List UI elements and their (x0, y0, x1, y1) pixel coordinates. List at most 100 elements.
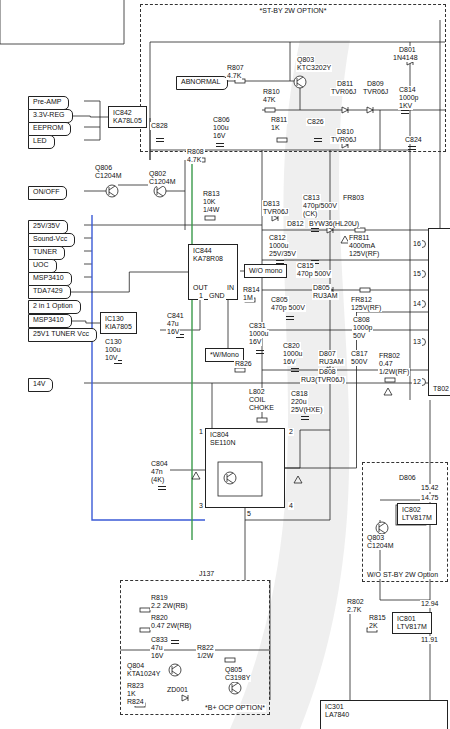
part-label: C1204M (148, 178, 176, 186)
ic-box: IC804SE110N (205, 428, 285, 508)
node-text: KIA7805 (104, 323, 133, 331)
node-text: *W/Mono (209, 351, 240, 359)
node-text: *ST-BY 2W OPTION* (259, 7, 328, 15)
part-label: RU3(TVR06J) (300, 376, 346, 384)
part-label: OUT (192, 284, 209, 292)
part-label: C841 (166, 312, 185, 320)
part-label: TVR06J (330, 88, 357, 96)
part-label: CHOKE (248, 404, 275, 412)
node-text: TUNER (32, 248, 58, 256)
part-label: 15.42 (420, 484, 440, 492)
part-label: C812 (268, 234, 287, 242)
symbols (294, 476, 302, 483)
part-label: 1000p (398, 94, 419, 102)
node-text: Pre-AMP (32, 98, 62, 106)
part-label: C1204M (366, 542, 394, 550)
part-label: R820 (150, 614, 169, 622)
symbols (256, 351, 264, 354)
wire (150, 110, 410, 420)
node-text: IC801 (396, 615, 428, 623)
symbols (277, 138, 287, 142)
symbols (314, 139, 322, 142)
part-label: 14 (412, 300, 422, 308)
symbols (229, 682, 241, 694)
wire-green (191, 150, 192, 540)
signal-tag: TDA7429 (28, 285, 71, 299)
part-label: 1N4148 (392, 54, 419, 62)
part-label: R811 (270, 116, 288, 124)
part-label: 1 (198, 428, 204, 436)
part-label: C828 (150, 122, 169, 130)
part-label: R823 (126, 682, 145, 690)
part-label: KTA1024Y (126, 670, 161, 678)
part-label: D805 (312, 284, 331, 292)
part-label: C831 (248, 322, 267, 330)
part-label: 47u (166, 320, 180, 328)
node-text: W/O ST-BY 2W Option (366, 571, 444, 579)
part-label: 470p/500V (302, 202, 338, 210)
part-label: 10K (202, 198, 216, 206)
part-label: C826 (306, 118, 325, 126)
node-text: TDA7429 (32, 287, 64, 295)
part-label: C817 (350, 350, 369, 358)
part-label: R826 (234, 360, 253, 368)
part-label: TVR06J (330, 136, 357, 144)
part-label: R815 (368, 614, 387, 622)
part-label: 2.2 2W(RB) (150, 602, 189, 610)
symbols (216, 144, 224, 147)
node-text: EEPROM (32, 124, 64, 132)
part-label: C833 (150, 636, 169, 644)
wire (84, 160, 185, 230)
symbols (154, 185, 166, 197)
symbols (294, 76, 306, 88)
node-text: IC842 (112, 109, 143, 117)
ic-box: W/O mono (244, 264, 287, 278)
wire (84, 383, 450, 580)
part-label: FR812 (350, 296, 373, 304)
part-label: 0.47 2W(RB) (150, 622, 192, 630)
part-label: 1 (198, 292, 204, 300)
node-text: MSP3410 (32, 274, 65, 282)
part-label: KTC3202Y (296, 64, 332, 72)
node-text: IC301 (324, 703, 444, 711)
ic-box: IC801LTV817M (392, 612, 432, 634)
part-label: 125V(RF) (348, 250, 380, 258)
part-label: 16V (248, 338, 262, 346)
part-label: R808 (186, 148, 205, 156)
signal-tag: TUNER (28, 246, 65, 260)
part-label: D813 (262, 200, 281, 208)
symbols (311, 229, 319, 232)
symbols (171, 641, 179, 644)
symbols (367, 107, 373, 113)
symbols (355, 228, 365, 232)
part-label: D810 (336, 128, 355, 136)
part-label: 16 (412, 240, 422, 248)
part-label: TVR06J (262, 208, 289, 216)
part-label: FR811 (348, 234, 371, 242)
ic-box: IC842KA78L05 (108, 106, 147, 128)
symbols (106, 185, 118, 197)
wire (240, 230, 440, 370)
wire-connector (72, 321, 100, 323)
signal-tag: 3.3V-REG (28, 109, 73, 123)
part-label: 10V (104, 354, 118, 362)
node-text: IC804 (209, 431, 281, 439)
part-label: 47K (262, 96, 276, 104)
part-label: D807 (318, 350, 337, 358)
node-text: LED (32, 137, 48, 145)
signal-tag: 25V1 TUNER Vcc (28, 328, 97, 342)
part-label: TVR06J (362, 88, 389, 96)
symbols (301, 417, 309, 420)
signal-tag: UOC (28, 259, 57, 273)
ic-box: IC130KIA7805 (100, 312, 137, 334)
signal-tag: Sound-Vcc (28, 233, 75, 247)
part-label: 16V (166, 328, 180, 336)
part-label: 1/4W (202, 206, 220, 214)
part-label: C814 (398, 86, 417, 94)
part-label: 125V(RF) (350, 304, 382, 312)
node-text: SE110N (209, 439, 281, 447)
symbols (286, 317, 294, 320)
wire (0, 0, 450, 700)
part-label: FR803 (342, 194, 365, 202)
